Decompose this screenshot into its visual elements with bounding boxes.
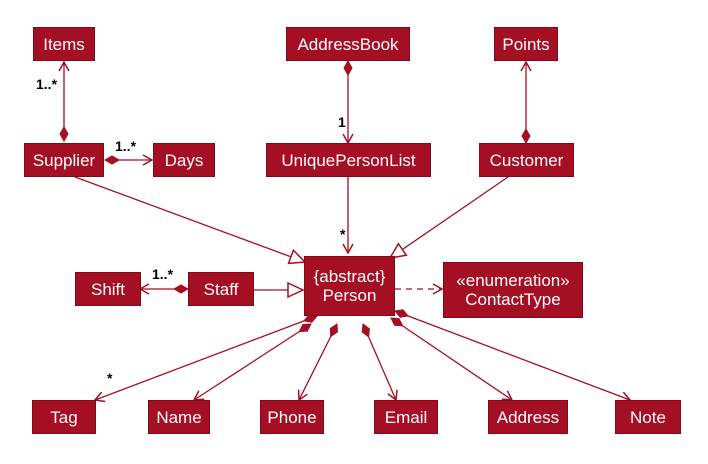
class-shift[interactable]: Shift: [75, 272, 141, 306]
class-items-label: Items: [43, 34, 85, 54]
class-staff-label: Staff: [203, 279, 239, 299]
class-customer-label: Customer: [489, 150, 564, 170]
multiplicity-supplier-items: 1..*: [36, 76, 58, 92]
class-addressbook-label: AddressBook: [297, 34, 399, 54]
class-addressbook[interactable]: AddressBook: [286, 27, 410, 61]
class-customer[interactable]: Customer: [479, 143, 574, 177]
class-unique-person-list-label: UniquePersonList: [281, 150, 416, 170]
class-phone[interactable]: Phone: [260, 400, 324, 434]
edge-person-address: [390, 317, 514, 401]
class-phone-label: Phone: [267, 407, 317, 427]
multiplicity-list-person: *: [340, 226, 346, 242]
class-supplier[interactable]: Supplier: [24, 143, 104, 177]
multiplicity-staff-shift: 1..*: [152, 266, 174, 282]
class-days-label: Days: [164, 150, 204, 170]
edge-supplier-person-inherit: [74, 176, 307, 265]
class-address-label: Address: [496, 407, 560, 427]
class-supplier-label: Supplier: [32, 150, 96, 170]
edge-customer-person-inherit: [388, 176, 509, 260]
multiplicity-addressbook-list: 1: [338, 114, 346, 130]
class-note[interactable]: Note: [615, 400, 681, 434]
class-contact-type-stereotype: «enumeration»: [456, 271, 570, 290]
class-staff[interactable]: Staff: [188, 272, 254, 306]
class-points[interactable]: Points: [494, 27, 558, 61]
edge-person-phone: [297, 323, 338, 402]
edge-person-note: [394, 309, 632, 403]
class-name-label: Name: [156, 407, 202, 427]
class-contact-type[interactable]: «enumeration» ContactType: [443, 262, 583, 318]
class-tag-label: Tag: [50, 407, 78, 427]
class-points-label: Points: [502, 34, 550, 54]
class-person-stereotype: {abstract}: [313, 267, 386, 286]
class-address[interactable]: Address: [488, 400, 568, 434]
class-contact-type-label: ContactType: [465, 290, 561, 309]
class-person[interactable]: {abstract} Person: [304, 256, 395, 316]
edge-person-name: [192, 323, 312, 401]
class-unique-person-list[interactable]: UniquePersonList: [266, 143, 431, 177]
multiplicity-person-tag: *: [107, 370, 113, 386]
class-email[interactable]: Email: [374, 400, 438, 434]
class-name[interactable]: Name: [148, 400, 210, 434]
edge-person-tag: [93, 314, 318, 403]
class-days[interactable]: Days: [153, 143, 215, 177]
multiplicity-supplier-days: 1..*: [115, 138, 137, 154]
class-note-label: Note: [630, 407, 666, 427]
class-tag[interactable]: Tag: [32, 400, 96, 434]
class-shift-label: Shift: [90, 279, 126, 299]
class-person-label: Person: [322, 286, 377, 305]
edge-person-email: [361, 323, 398, 402]
class-email-label: Email: [384, 407, 428, 427]
class-items[interactable]: Items: [33, 27, 95, 61]
